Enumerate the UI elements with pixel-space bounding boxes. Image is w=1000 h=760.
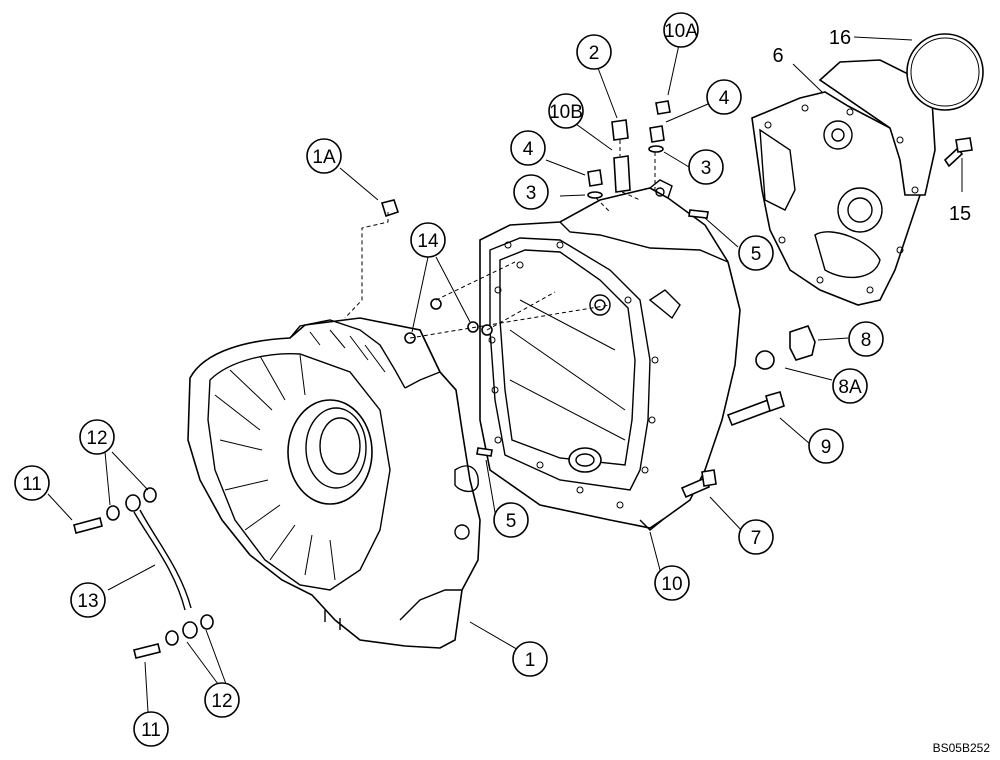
svg-text:8A: 8A — [838, 377, 862, 398]
callout-3-lower: 3 — [513, 174, 549, 210]
transmission-case-part — [479, 179, 741, 531]
callout-8: 8 — [848, 321, 884, 357]
alignment-lines — [344, 140, 656, 339]
callout-5-right: 5 — [738, 235, 774, 271]
svg-text:10B: 10B — [549, 102, 583, 123]
svg-text:3: 3 — [701, 158, 712, 179]
plain-labels: 6 16 15 — [772, 27, 971, 225]
drawing-code: BS05B252 — [933, 741, 991, 755]
callout-7: 7 — [738, 519, 774, 555]
bell-housing-part — [187, 317, 481, 649]
cover-plate-part — [751, 59, 936, 306]
svg-text:11: 11 — [22, 474, 42, 495]
svg-text:9: 9 — [821, 437, 832, 458]
callouts: 1 1A 2 10A 4 10B 3 4 3 5 14 8 8A 9 7 10 … — [14, 12, 884, 747]
svg-text:3: 3 — [526, 183, 537, 204]
callout-11-lower: 11 — [133, 711, 169, 747]
svg-text:5: 5 — [506, 511, 517, 532]
callout-4-upper: 4 — [706, 79, 742, 115]
callout-11-upper: 11 — [14, 465, 50, 501]
svg-text:10: 10 — [661, 574, 682, 595]
callout-10a: 10A — [663, 12, 699, 48]
svg-text:1A: 1A — [312, 147, 336, 168]
callout-5-left: 5 — [493, 502, 529, 538]
callout-8a: 8A — [832, 368, 868, 404]
label-16: 16 — [829, 27, 851, 49]
small-parts — [73, 100, 973, 659]
callout-1: 1 — [512, 641, 548, 677]
label-15: 15 — [949, 203, 971, 225]
callout-12-upper: 12 — [79, 419, 115, 455]
callout-2: 2 — [576, 34, 612, 70]
svg-text:10A: 10A — [664, 21, 698, 42]
svg-text:14: 14 — [417, 231, 439, 252]
label-6: 6 — [772, 45, 783, 67]
svg-text:11: 11 — [141, 720, 161, 741]
svg-text:1: 1 — [525, 650, 536, 671]
callout-9: 9 — [808, 428, 844, 464]
svg-text:4: 4 — [719, 88, 730, 109]
callout-10: 10 — [654, 565, 690, 601]
callout-10b: 10B — [548, 93, 584, 129]
callout-13: 13 — [70, 582, 106, 618]
svg-text:13: 13 — [77, 591, 98, 612]
svg-text:12: 12 — [211, 691, 232, 712]
svg-text:4: 4 — [523, 139, 534, 160]
o-ring-part — [906, 33, 984, 111]
callout-4-lower: 4 — [510, 130, 546, 166]
svg-text:7: 7 — [751, 528, 762, 549]
svg-text:5: 5 — [751, 244, 762, 265]
svg-text:2: 2 — [589, 43, 600, 64]
callout-14: 14 — [410, 222, 446, 258]
svg-text:8: 8 — [861, 330, 872, 351]
svg-text:12: 12 — [86, 428, 107, 449]
callout-3-upper: 3 — [688, 149, 724, 185]
callout-1a: 1A — [306, 138, 342, 174]
callout-12-lower: 12 — [204, 682, 240, 718]
